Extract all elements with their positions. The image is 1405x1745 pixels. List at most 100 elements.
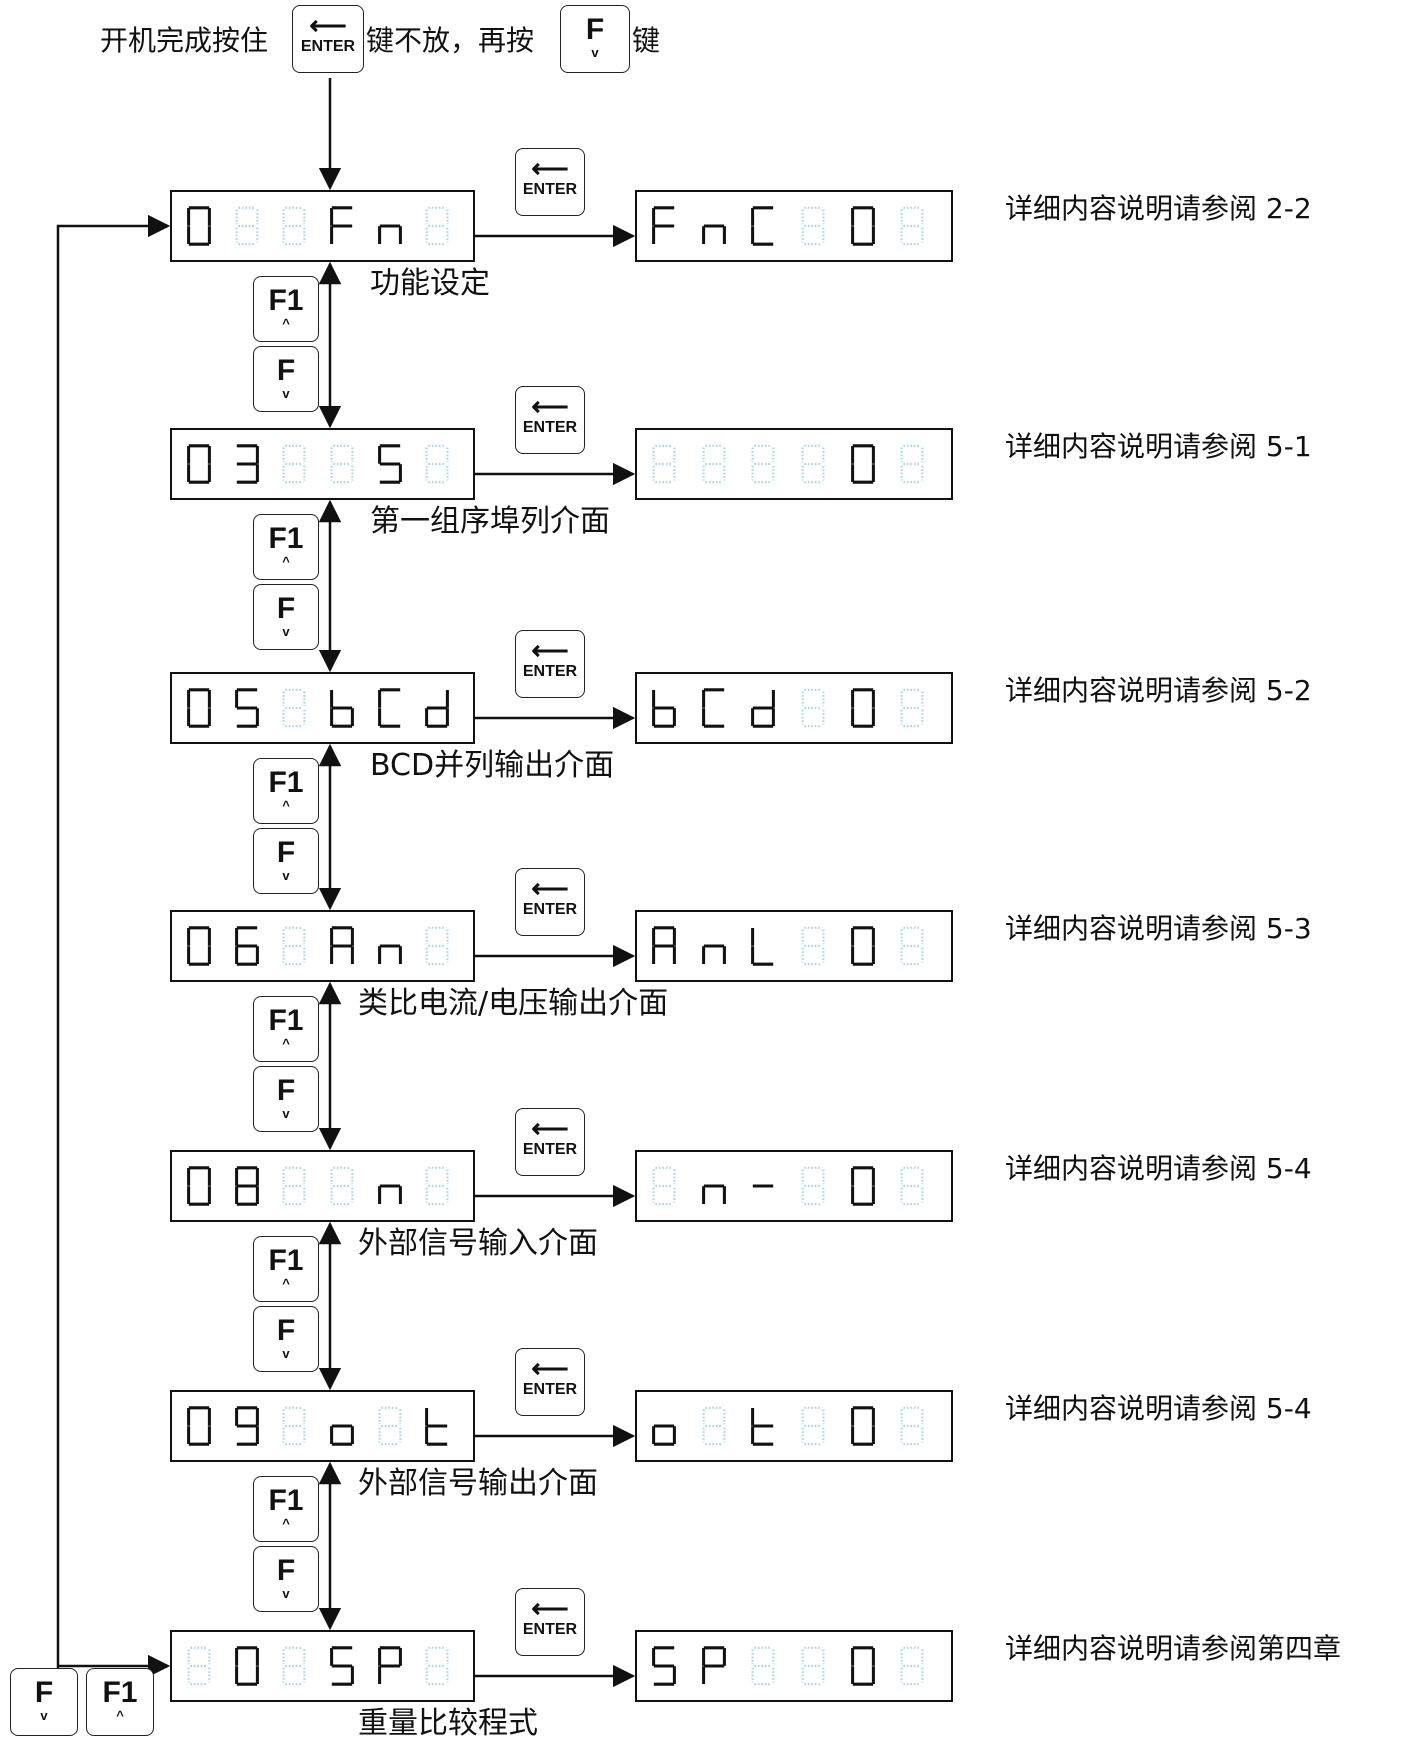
segment-digit: [750, 442, 776, 486]
segment-digit: [750, 1644, 776, 1688]
segment-digit: [651, 1404, 677, 1448]
segment-digit: [424, 204, 450, 248]
enter-arrow-icon: ⟵: [531, 391, 569, 421]
submenu-display-4: [635, 910, 953, 982]
f1-key-row-3: F1^: [253, 758, 319, 824]
submenu-display-6: [635, 1390, 953, 1462]
segment-digit: [377, 924, 403, 968]
submenu-display-1: [635, 190, 953, 262]
segment-digit: [424, 1164, 450, 1208]
segment-digit: [899, 686, 925, 730]
f1-key-row-2: F1^: [253, 514, 319, 580]
segment-digit: [186, 924, 212, 968]
f-key-loop: F v: [10, 1668, 78, 1736]
segment-digit: [234, 442, 260, 486]
segment-digit: [651, 1164, 677, 1208]
f1-key-row-1: F1^: [253, 276, 319, 342]
menu-display-4: [170, 910, 475, 982]
segment-digit: [701, 686, 727, 730]
segment-digit: [186, 204, 212, 248]
segment-digit: [701, 204, 727, 248]
segment-digit: [234, 1404, 260, 1448]
enter-arrow-icon: ⟵: [531, 153, 569, 183]
up-caret-icon: ^: [282, 316, 290, 331]
up-caret-icon: ^: [282, 1516, 290, 1531]
segment-digit: [899, 204, 925, 248]
segment-digit: [899, 1644, 925, 1688]
segment-digit: [377, 686, 403, 730]
segment-digit: [800, 1164, 826, 1208]
up-caret-icon: ^: [282, 554, 290, 569]
segment-digit: [424, 1404, 450, 1448]
enter-arrow-icon: ⟵: [531, 1113, 569, 1143]
segment-digit: [281, 686, 307, 730]
reference-text: 详细内容说明请参阅 5-4: [1005, 1152, 1312, 1185]
f1-key-loop: F1 ^: [86, 1668, 154, 1736]
segment-digit: [701, 442, 727, 486]
segment-digit: [850, 924, 876, 968]
up-caret-icon: ^: [282, 1276, 290, 1291]
menu-caption: 第一组序埠列介面: [370, 504, 610, 539]
segment-digit: [899, 1404, 925, 1448]
segment-digit: [850, 442, 876, 486]
segment-digit: [234, 204, 260, 248]
reference-text: 详细内容说明请参阅 5-1: [1005, 430, 1312, 463]
menu-caption: 重量比较程式: [358, 1706, 538, 1741]
enter-key-row-1: ⟵ENTER: [515, 148, 585, 216]
segment-digit: [186, 1164, 212, 1208]
segment-digit: [850, 204, 876, 248]
segment-digit: [377, 1404, 403, 1448]
f1-key-row-6: F1^: [253, 1476, 319, 1542]
segment-digit: [377, 442, 403, 486]
down-caret-icon: v: [591, 45, 599, 60]
enter-arrow-icon: ⟵: [531, 635, 569, 665]
f1-key-row-4: F1^: [253, 996, 319, 1062]
submenu-display-7: [635, 1630, 953, 1702]
segment-digit: [750, 1404, 776, 1448]
segment-digit: [281, 1164, 307, 1208]
segment-digit: [850, 1644, 876, 1688]
segment-digit: [281, 924, 307, 968]
enter-key-row-2: ⟵ENTER: [515, 386, 585, 454]
enter-key-header: ⟵ ENTER: [292, 5, 364, 73]
segment-digit: [281, 1404, 307, 1448]
segment-digit: [701, 1164, 727, 1208]
segment-digit: [800, 204, 826, 248]
menu-caption: BCD并列输出介面: [370, 748, 615, 783]
segment-digit: [651, 204, 677, 248]
segment-digit: [234, 1164, 260, 1208]
segment-digit: [186, 1404, 212, 1448]
submenu-display-2: [635, 428, 953, 500]
segment-digit: [329, 442, 355, 486]
submenu-display-3: [635, 672, 953, 744]
enter-key-row-5: ⟵ENTER: [515, 1108, 585, 1176]
segment-digit: [424, 1644, 450, 1688]
menu-caption: 外部信号输出介面: [358, 1466, 598, 1501]
menu-display-3: [170, 672, 475, 744]
segment-digit: [899, 924, 925, 968]
segment-digit: [899, 442, 925, 486]
segment-digit: [424, 924, 450, 968]
segment-digit: [377, 204, 403, 248]
down-caret-icon: v: [282, 1346, 290, 1361]
down-caret-icon: v: [282, 624, 290, 639]
down-caret-icon: v: [282, 1586, 290, 1601]
f1-key-row-5: F1^: [253, 1236, 319, 1302]
reference-text: 详细内容说明请参阅 5-3: [1005, 912, 1312, 945]
segment-digit: [377, 1164, 403, 1208]
segment-digit: [800, 686, 826, 730]
segment-digit: [186, 1644, 212, 1688]
segment-digit: [329, 204, 355, 248]
segment-digit: [234, 686, 260, 730]
segment-digit: [750, 1164, 776, 1208]
up-caret-icon: ^: [282, 798, 290, 813]
submenu-display-5: [635, 1150, 953, 1222]
menu-caption: 功能设定: [370, 266, 490, 301]
header-text-hold: 开机完成按住: [100, 24, 269, 57]
